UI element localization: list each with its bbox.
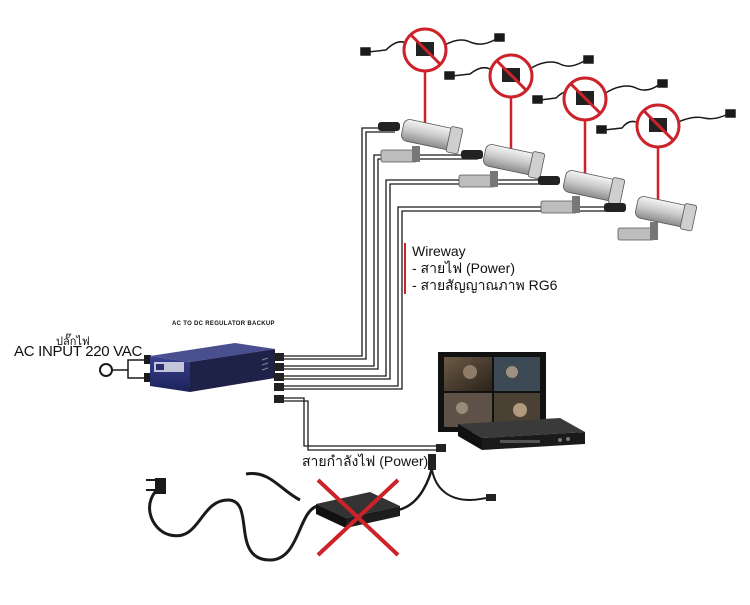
- wireway-title: Wireway: [412, 243, 466, 259]
- power-cable-label: สายกำลังไฟ (Power): [302, 453, 429, 469]
- camera-icon: [604, 196, 698, 241]
- regulator-label: AC TO DC REGULATOR BACKUP: [172, 321, 275, 327]
- ac-plug-icon: [99, 355, 151, 382]
- monitor-icon: [438, 352, 546, 432]
- no-adapter-icon: [146, 454, 496, 562]
- camera-icon: [538, 170, 626, 214]
- regulator-box-icon: [150, 343, 284, 403]
- camera-icon: [378, 119, 464, 163]
- wireway-legend: Wireway - สายไฟ (Power) - สายสัญญาณภาพ R…: [404, 243, 557, 294]
- wireway-item-power: - สายไฟ (Power): [412, 260, 516, 276]
- dvr-icon: [436, 418, 585, 452]
- ac-input-label: AC INPUT 220 VAC: [14, 343, 143, 360]
- camera-icon: [458, 144, 546, 188]
- wireway-item-rg6: - สายสัญญาณภาพ RG6: [412, 277, 558, 293]
- plug-label: ปลั๊กไฟ: [56, 336, 90, 348]
- no-adapter-icon: [402, 27, 681, 200]
